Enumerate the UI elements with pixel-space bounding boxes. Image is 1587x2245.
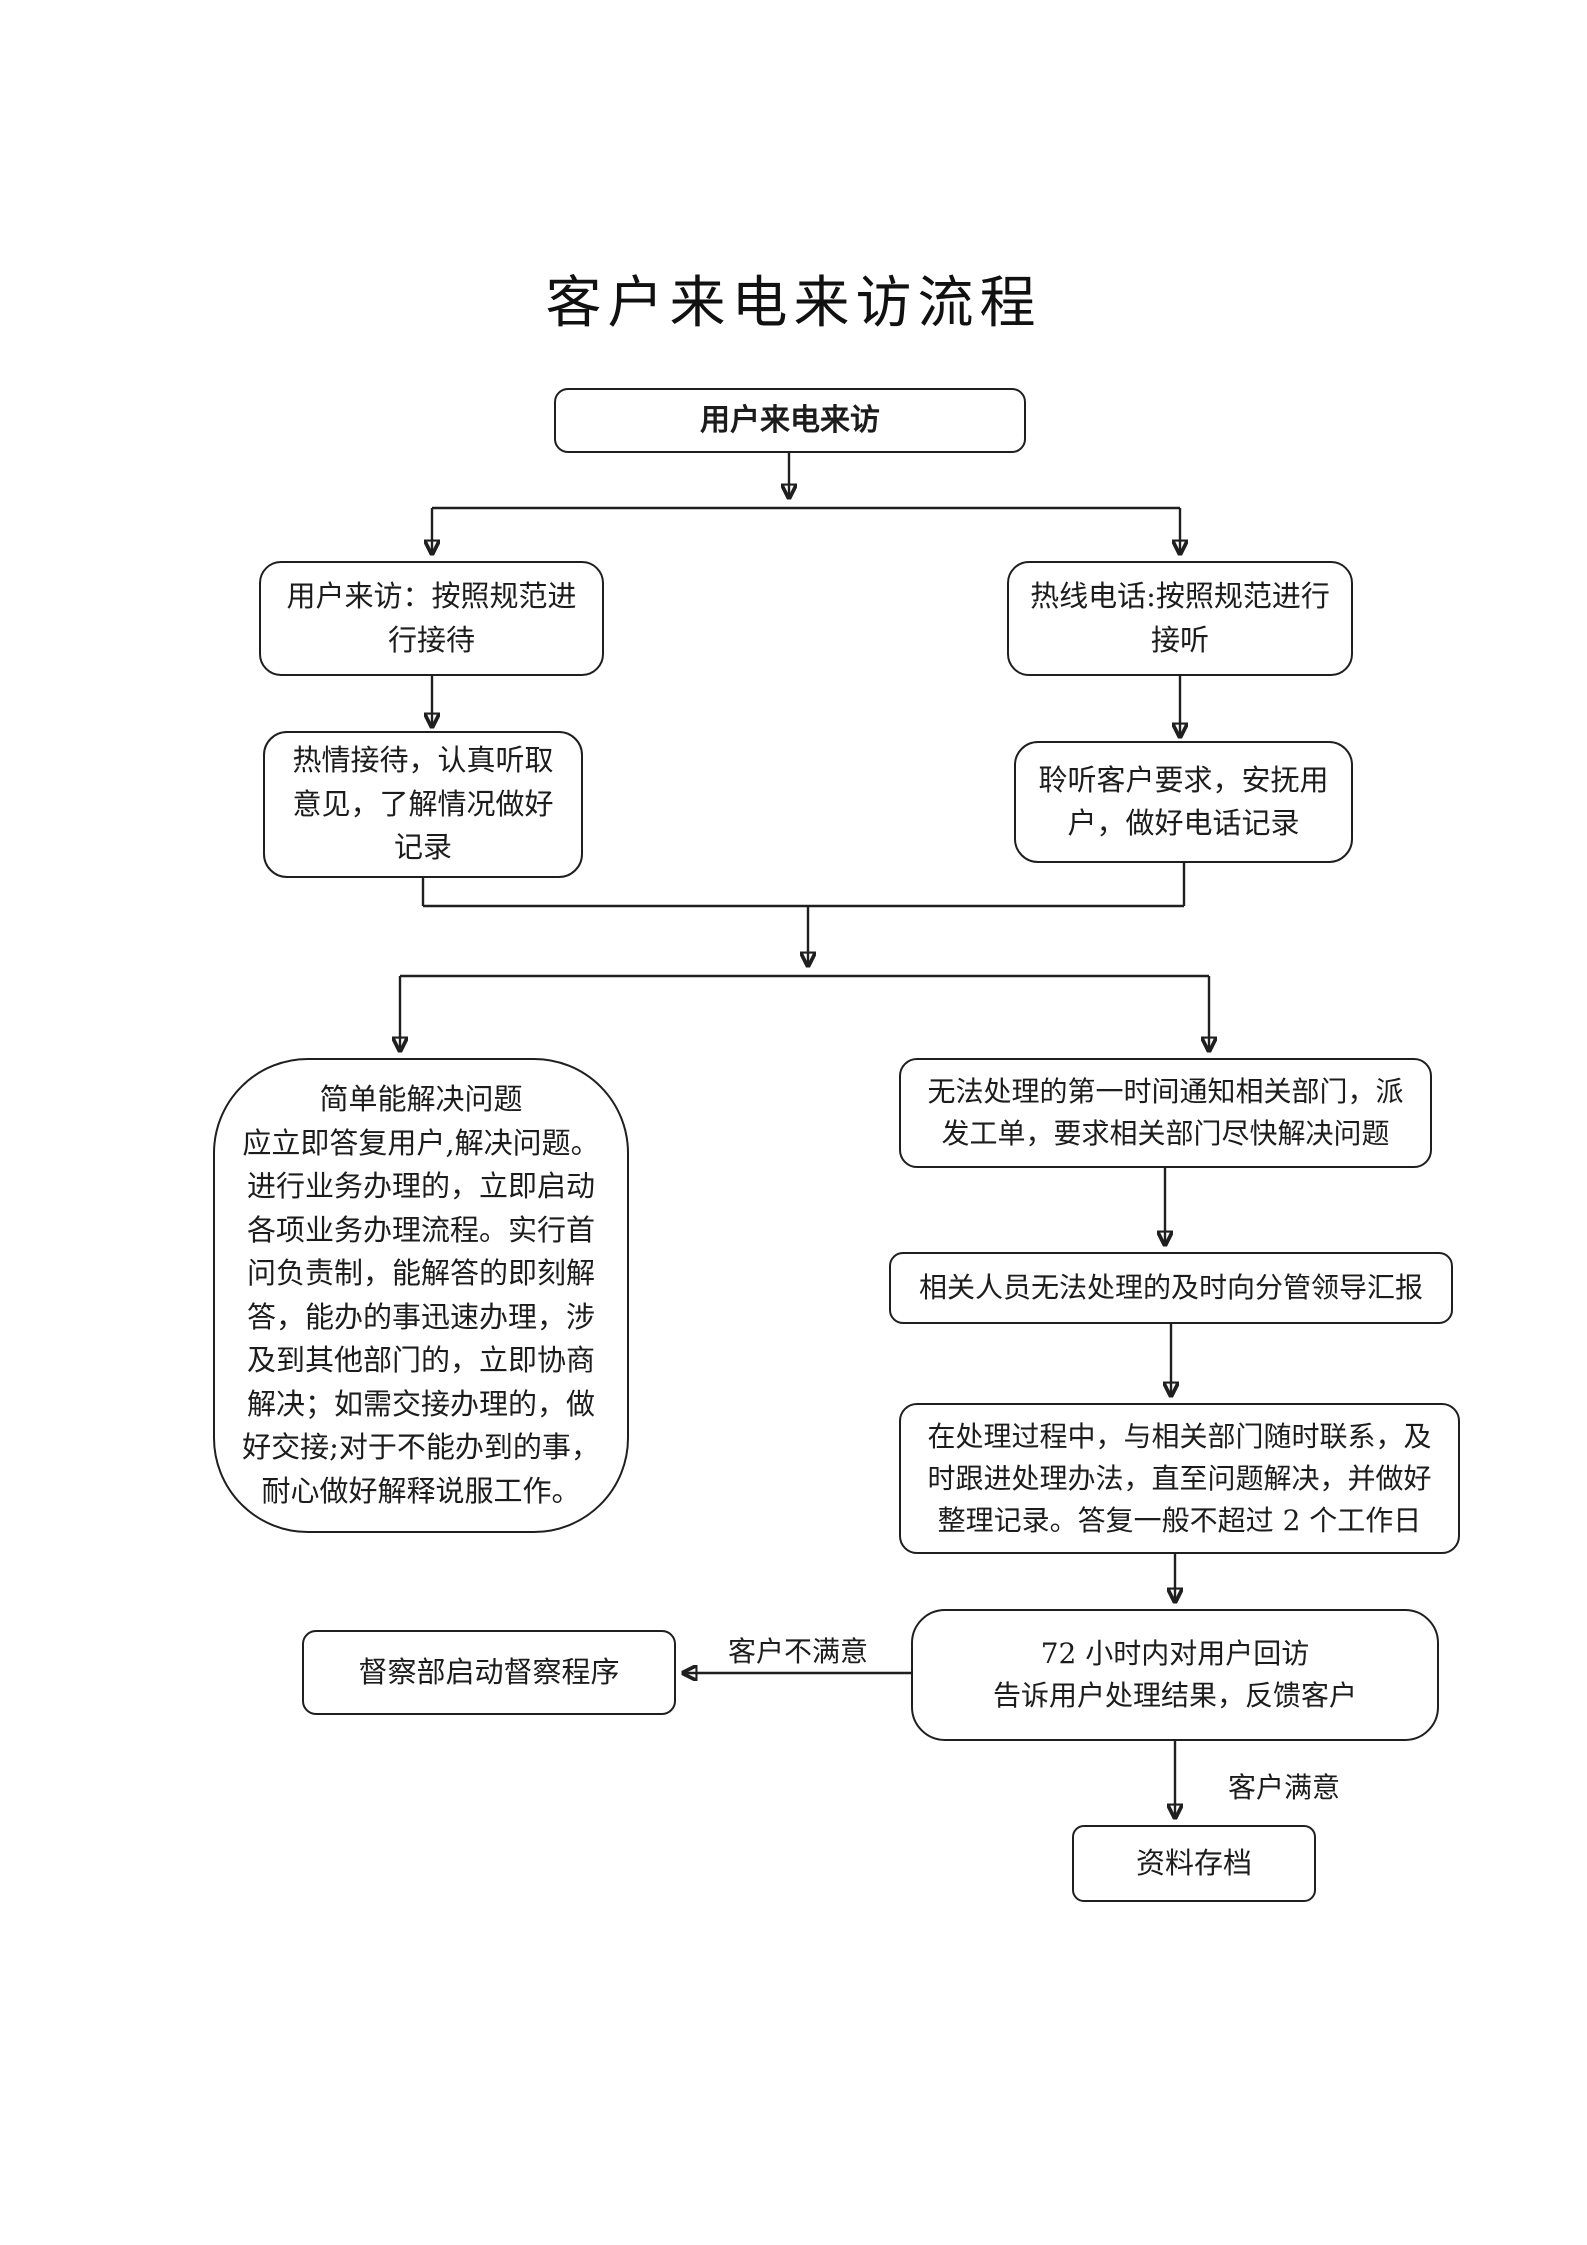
node-listen: 聆听客户要求，安抚用 户，做好电话记录 xyxy=(1014,741,1353,863)
node-supervise: 督察部启动督察程序 xyxy=(302,1630,676,1715)
page-title: 客户来电来访流程 xyxy=(545,271,1042,336)
node-callback: 72 小时内对用户回访 告诉用户处理结果，反馈客户 xyxy=(911,1609,1439,1741)
node-visit: 用户来访：按照规范进 行接待 xyxy=(259,561,604,676)
label-customer-unsatisfied: 客户不满意 xyxy=(727,1635,868,1668)
node-start: 用户来电来访 xyxy=(554,388,1026,453)
node-follow: 在处理过程中，与相关部门随时联系，及 时跟进处理办法，直至问题解决，并做好 整理… xyxy=(899,1403,1460,1554)
node-reception: 热情接待，认真听取 意见，了解情况做好 记录 xyxy=(263,731,583,878)
node-hotline: 热线电话:按照规范进行 接听 xyxy=(1007,561,1353,676)
node-notify: 无法处理的第一时间通知相关部门，派 发工单，要求相关部门尽快解决问题 xyxy=(899,1058,1432,1168)
node-archive: 资料存档 xyxy=(1072,1825,1316,1902)
node-simple: 简单能解决问题 应立即答复用户,解决问题。 进行业务办理的，立即启动 各项业务办… xyxy=(213,1058,629,1533)
node-report: 相关人员无法处理的及时向分管领导汇报 xyxy=(889,1252,1453,1324)
label-customer-satisfied: 客户满意 xyxy=(1228,1771,1341,1804)
